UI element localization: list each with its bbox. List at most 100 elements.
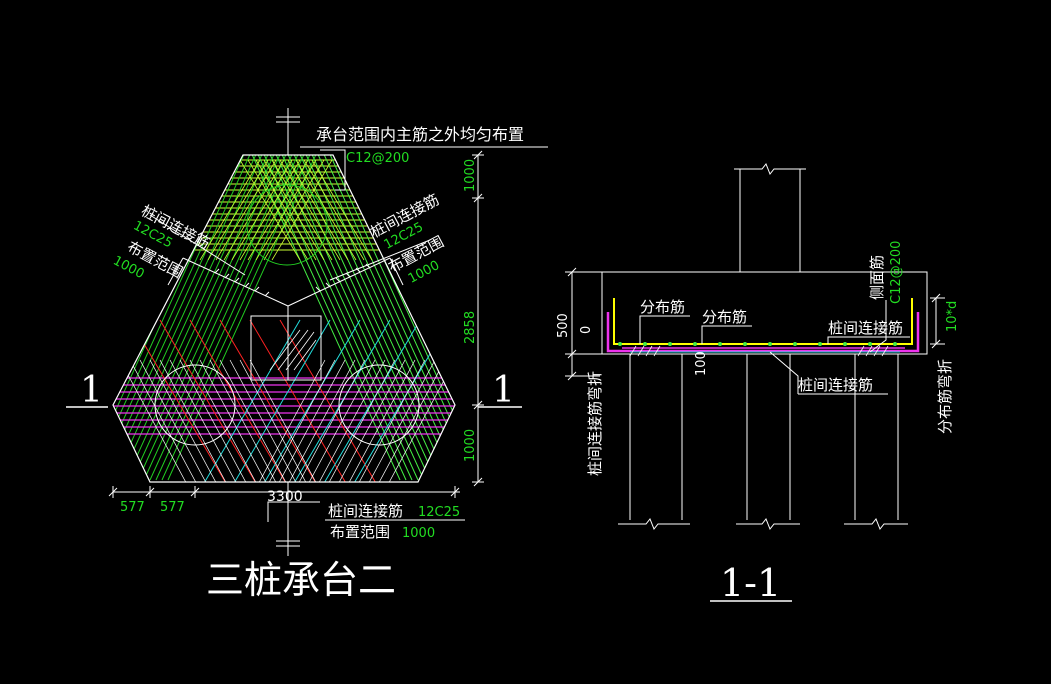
section-bar-dot — [868, 342, 872, 346]
section-bar-dot — [768, 342, 772, 346]
section-bar-dot — [693, 342, 697, 346]
top-mesh-bar — [271, 159, 333, 261]
red-diagonal-bar — [249, 319, 351, 482]
red-diagonal-bar — [129, 319, 231, 482]
section-depth-label: 500 — [556, 313, 571, 338]
left-bend-label: 桩间连接筋弯折 — [586, 371, 604, 476]
section-zero-label: 0 — [579, 326, 594, 334]
top-mesh-bar — [199, 159, 261, 261]
diagonal-bar-right — [261, 155, 413, 481]
diagonal-bar-right — [303, 155, 455, 481]
top-note-text: 承台范围内主筋之外均匀布置 — [316, 125, 524, 144]
white-hatch-bar — [264, 359, 336, 482]
column-outline — [250, 315, 322, 381]
cap-section-outline — [601, 271, 928, 355]
white-hatch-bar — [344, 359, 416, 482]
white-hatch-bar — [129, 359, 201, 482]
dim-vertical-3: 1000 — [463, 429, 478, 462]
dim-bottom-left-2: 577 — [160, 500, 185, 515]
diagonal-bar-left — [119, 155, 271, 481]
side-bar-spec: C12@200 — [889, 241, 904, 304]
white-hatch-bar — [324, 359, 396, 482]
white-hatch-bar — [314, 359, 386, 482]
white-hatch-bar — [189, 359, 261, 482]
diagonal-bar-right — [327, 155, 455, 481]
section-cover-label: 100 — [694, 351, 709, 376]
section-leaders — [639, 300, 910, 395]
section-bend-dimension — [930, 293, 945, 349]
diagonal-bar-right — [333, 155, 455, 481]
section-bar-dot — [743, 342, 747, 346]
plan-view: 1 1 承台范围内主筋之外均匀布置 C12@200 桩间连接筋 12C25 布置… — [66, 108, 548, 602]
section-mark-right: 1 — [492, 370, 515, 411]
white-hatch-bar — [239, 359, 311, 482]
white-hatch-bar — [354, 359, 426, 482]
top-mesh-bar — [255, 159, 317, 261]
section-bar-dots — [618, 342, 897, 346]
white-hatch-bar — [374, 359, 446, 482]
dist-bar-label-a: 分布筋 — [640, 298, 685, 316]
bottom-note-leader — [267, 501, 320, 522]
diagonal-bar-right — [315, 155, 455, 481]
red-diagonal-bar — [159, 319, 261, 482]
red-diagonal-bar — [279, 319, 381, 482]
tie-bar-upper-label: 桩间连接筋 — [828, 319, 903, 337]
white-hatch-bar — [139, 359, 211, 482]
diagonal-bar-left — [113, 155, 265, 481]
diagonal-bar-left — [113, 155, 247, 481]
cyan-diagonal-bar — [289, 319, 391, 482]
tie-bar-lower-label: 桩间连接筋 — [798, 376, 873, 394]
diagonal-bar-left — [125, 155, 277, 481]
diagonal-bar-right — [255, 155, 407, 481]
cyan-diagonal-bar — [319, 319, 421, 482]
center-axis — [276, 108, 300, 556]
white-hatch-bar — [199, 359, 271, 482]
dim-bottom-left-1: 577 — [120, 500, 145, 515]
white-hatch-bar — [179, 359, 251, 482]
top-mesh-bar — [223, 159, 285, 261]
bottom-tie-label: 桩间连接筋 — [328, 502, 403, 520]
diagonal-bar-left — [155, 155, 307, 481]
white-hatch-bar — [169, 359, 241, 482]
vertical-dimension-chain — [472, 150, 484, 487]
side-bar-magenta — [606, 312, 920, 353]
bottom-tie-spec: 12C25 — [418, 505, 460, 520]
pile-circle-right — [338, 364, 420, 446]
dim-bottom-total: 3300 — [267, 489, 303, 505]
red-diagonal-bar — [219, 319, 321, 482]
piles-section — [618, 354, 908, 530]
diagonal-bar-left — [113, 155, 241, 481]
white-hatch-bar — [364, 359, 436, 482]
pile-circle-left — [154, 364, 236, 446]
section-mark-left: 1 — [80, 370, 103, 411]
section-view: 分布筋 分布筋 桩间连接筋 桩间连接筋 侧面筋 C12@200 500 0 10… — [556, 163, 960, 605]
section-bar-dot — [718, 342, 722, 346]
white-hatch-bar — [249, 359, 321, 482]
section-bar-dot — [793, 342, 797, 346]
bottom-range-value: 1000 — [402, 526, 435, 541]
diagonal-bar-right — [267, 155, 419, 481]
tie-boundary-ticks — [214, 263, 371, 297]
white-hatch-bar — [149, 359, 221, 482]
white-hatch-bar — [304, 359, 376, 482]
cyan-diagonal-bar — [259, 319, 361, 482]
section-bar-dot — [893, 342, 897, 346]
diagonal-bar-right — [273, 155, 425, 481]
section-bar-dot — [643, 342, 647, 346]
white-hatch-bar — [119, 359, 191, 482]
white-hatch-bar — [334, 359, 406, 482]
white-hatch-bar — [229, 359, 301, 482]
top-note-spec: C12@200 — [346, 151, 409, 166]
cyan-diagonal-bar — [229, 319, 331, 482]
section-bar-dot — [818, 342, 822, 346]
section-bar-dot — [618, 342, 622, 346]
diagonal-bar-right — [285, 155, 437, 481]
white-hatch-bar — [159, 359, 231, 482]
section-end-hatch — [629, 345, 889, 357]
top-mesh-bar — [231, 159, 293, 261]
tie-boundary-lines — [167, 257, 404, 316]
white-hatch-bar — [294, 359, 366, 482]
bottom-range-label: 布置范围 — [330, 523, 390, 541]
top-mesh-bar — [247, 159, 309, 261]
